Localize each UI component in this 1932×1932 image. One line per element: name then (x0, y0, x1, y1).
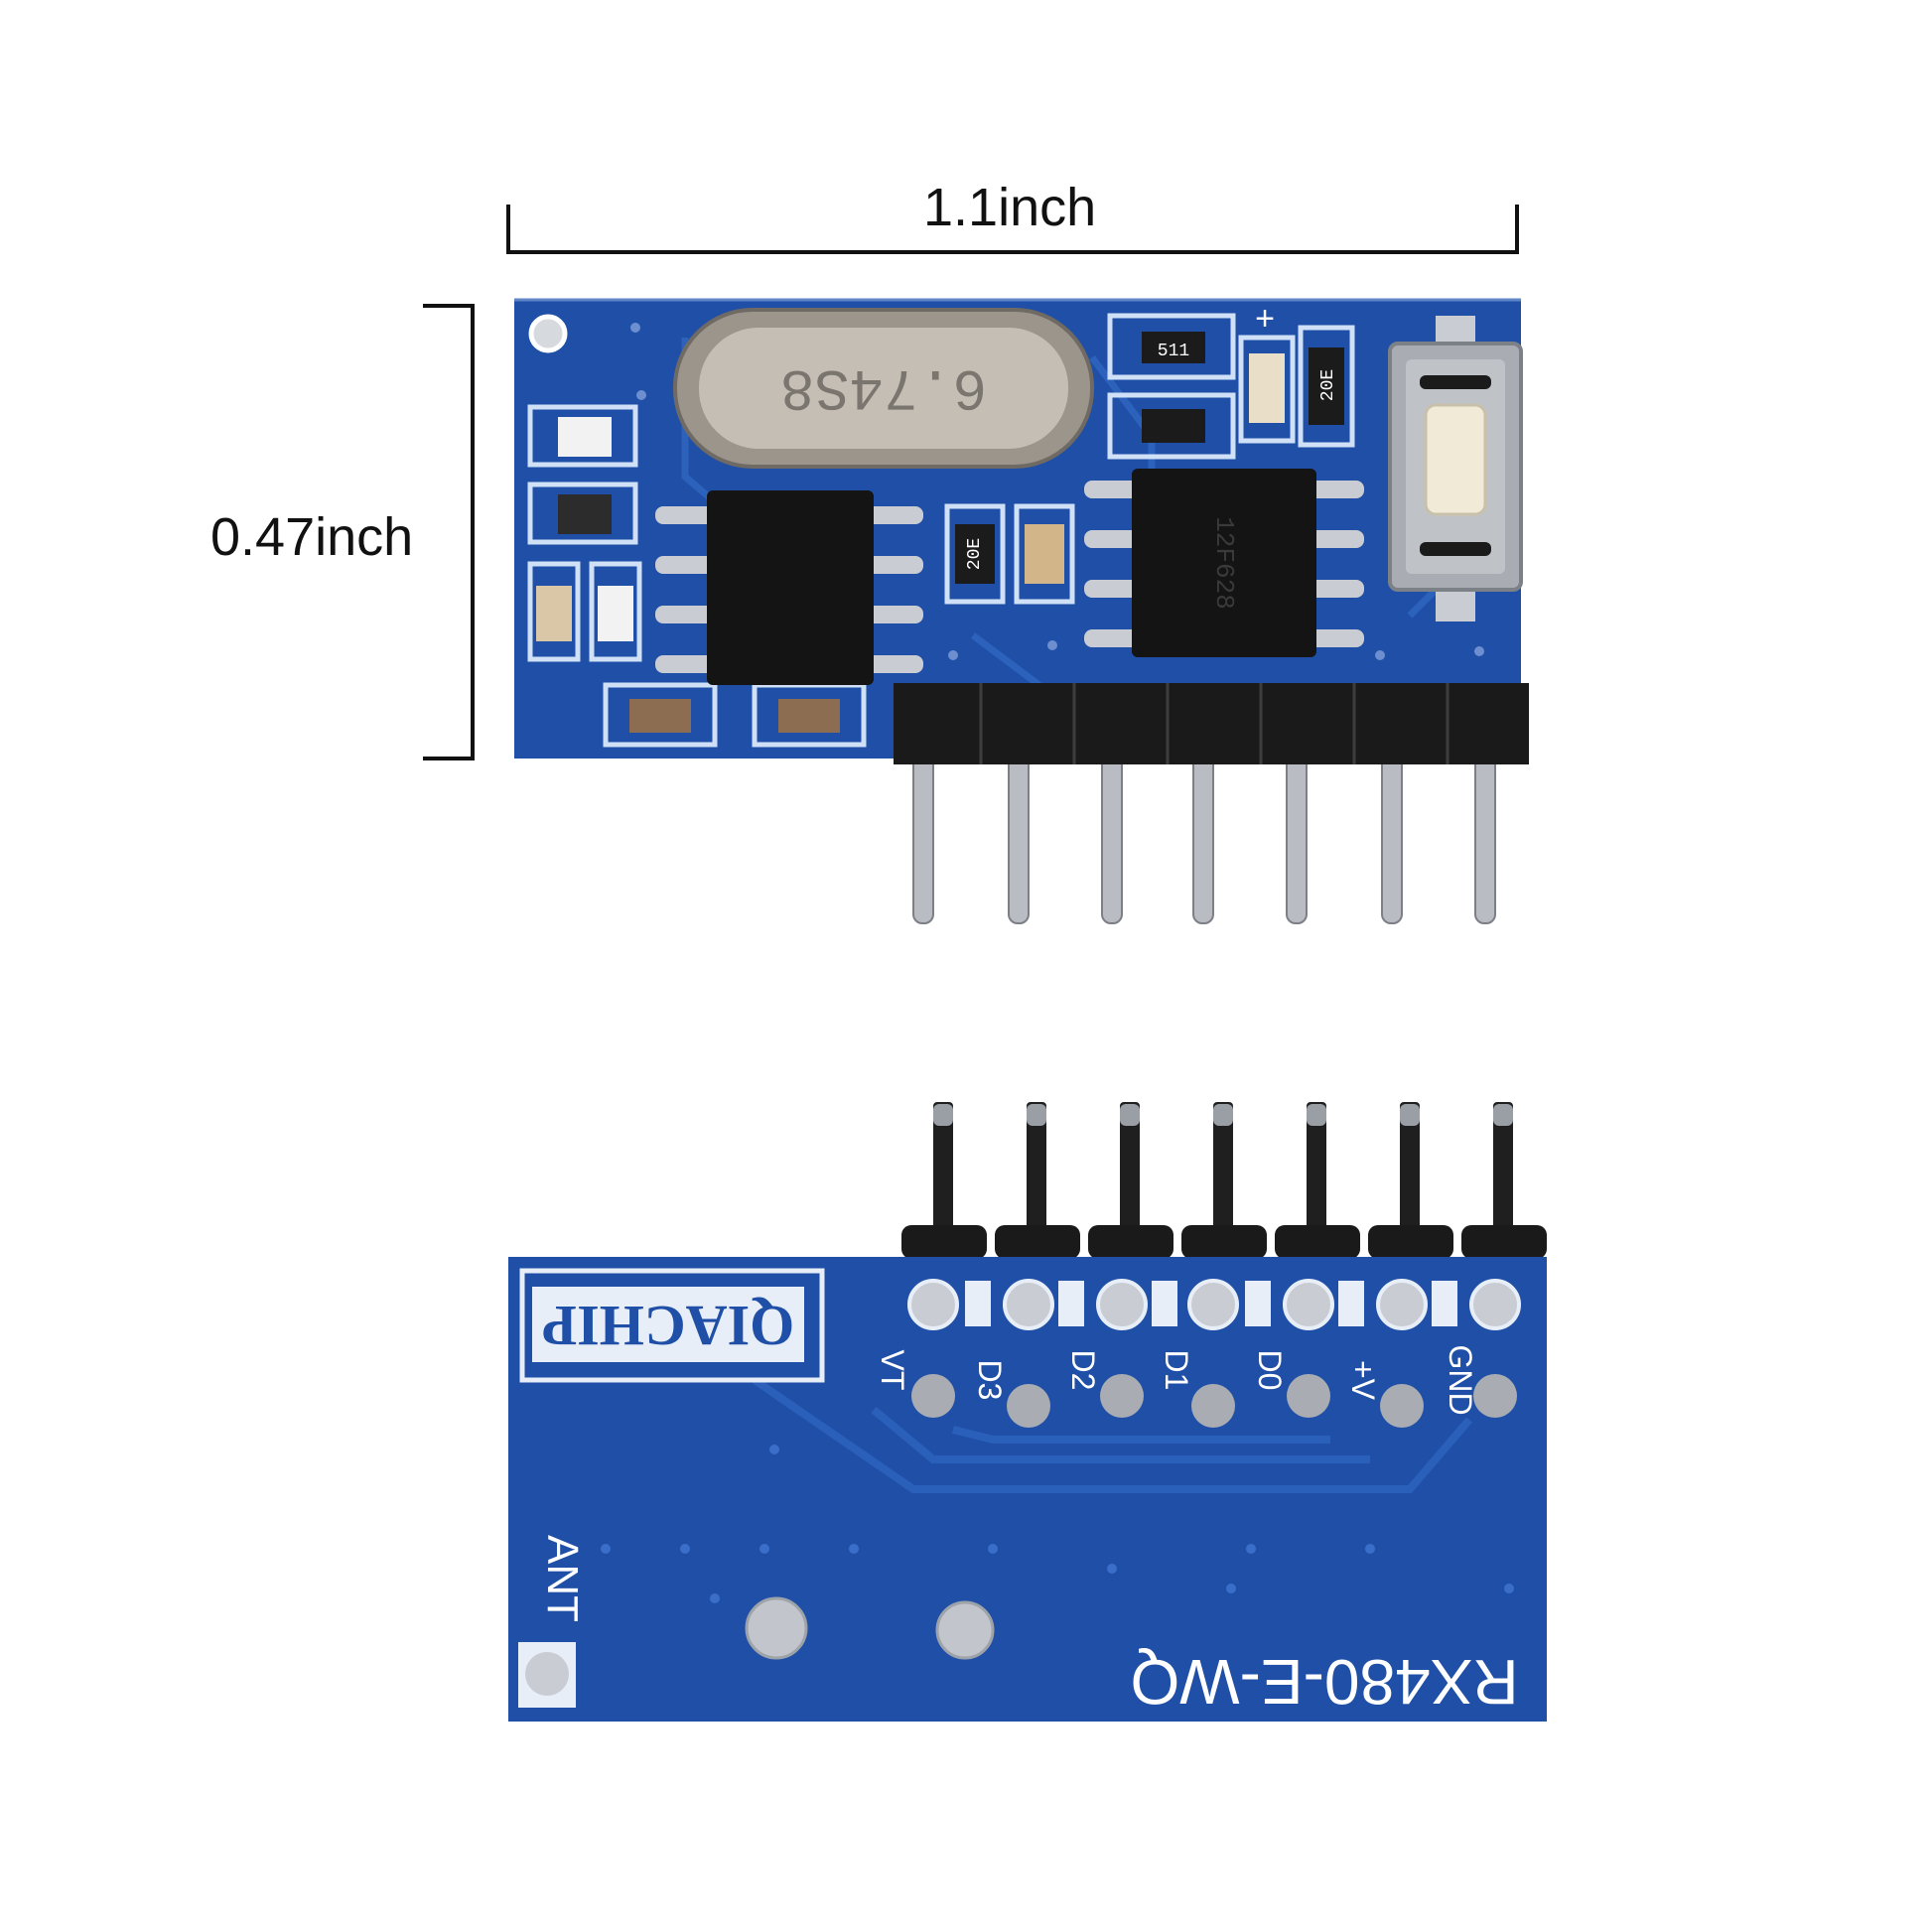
resistor-marking-1: 20E (965, 538, 985, 570)
bottom-view-module: QIACHIP (508, 1102, 1547, 1722)
brand-logo-box: QIACHIP (519, 1268, 825, 1383)
middle-smd-components: 20E (944, 503, 1075, 605)
pin-label-d0: D0 (1252, 1350, 1288, 1391)
pin-label-d1: D1 (1159, 1350, 1194, 1391)
crystal-oscillator: 6.74S8 (673, 308, 1094, 469)
pin-label-vt: VT (875, 1350, 910, 1391)
resistor-marking-2: 20E (1318, 369, 1338, 401)
ic-chip-2: 12F628 (1084, 469, 1364, 657)
pin-label-gnd: GND (1443, 1344, 1478, 1415)
tactile-switch (1388, 316, 1523, 621)
pin-label-vplus: +V (1345, 1360, 1381, 1401)
top-header-pins (912, 714, 1496, 924)
pin-label-d2: D2 (1065, 1350, 1101, 1391)
bottom-test-pads (911, 1374, 1517, 1428)
top-pin-header (894, 683, 1529, 764)
top-view-module: 6.74S8 (514, 298, 1529, 924)
mounting-hole (528, 314, 568, 353)
resistor-marking-3: 511 (1158, 342, 1189, 361)
ic2-marking: 12F628 (1209, 516, 1239, 610)
model-text: RX480-E-WQ (1130, 1646, 1518, 1718)
antenna-label: ANT (538, 1535, 587, 1622)
antenna-pad (518, 1642, 576, 1708)
left-smd-components (527, 404, 867, 748)
ic-chip-1 (655, 490, 923, 685)
bottom-solder-pads (907, 1279, 1521, 1330)
silk-plus: + (1255, 300, 1275, 338)
pin-labels: VT D3 D2 D1 D0 +V GND (875, 1344, 1478, 1415)
large-pad-2 (935, 1600, 995, 1660)
bottom-header-pins (901, 1102, 1547, 1259)
upper-right-smd-components: 511 + 20E (1107, 300, 1355, 460)
large-pad-1 (745, 1596, 808, 1660)
height-dimension-label: 0.47inch (210, 507, 414, 567)
brand-text: QIACHIP (542, 1294, 795, 1358)
crystal-marking: 6.74S8 (780, 353, 988, 418)
width-dimension-bracket (506, 205, 1519, 254)
width-dimension-label: 1.1inch (923, 178, 1097, 237)
pin-label-d3: D3 (972, 1360, 1008, 1401)
height-dimension-bracket (423, 304, 475, 760)
